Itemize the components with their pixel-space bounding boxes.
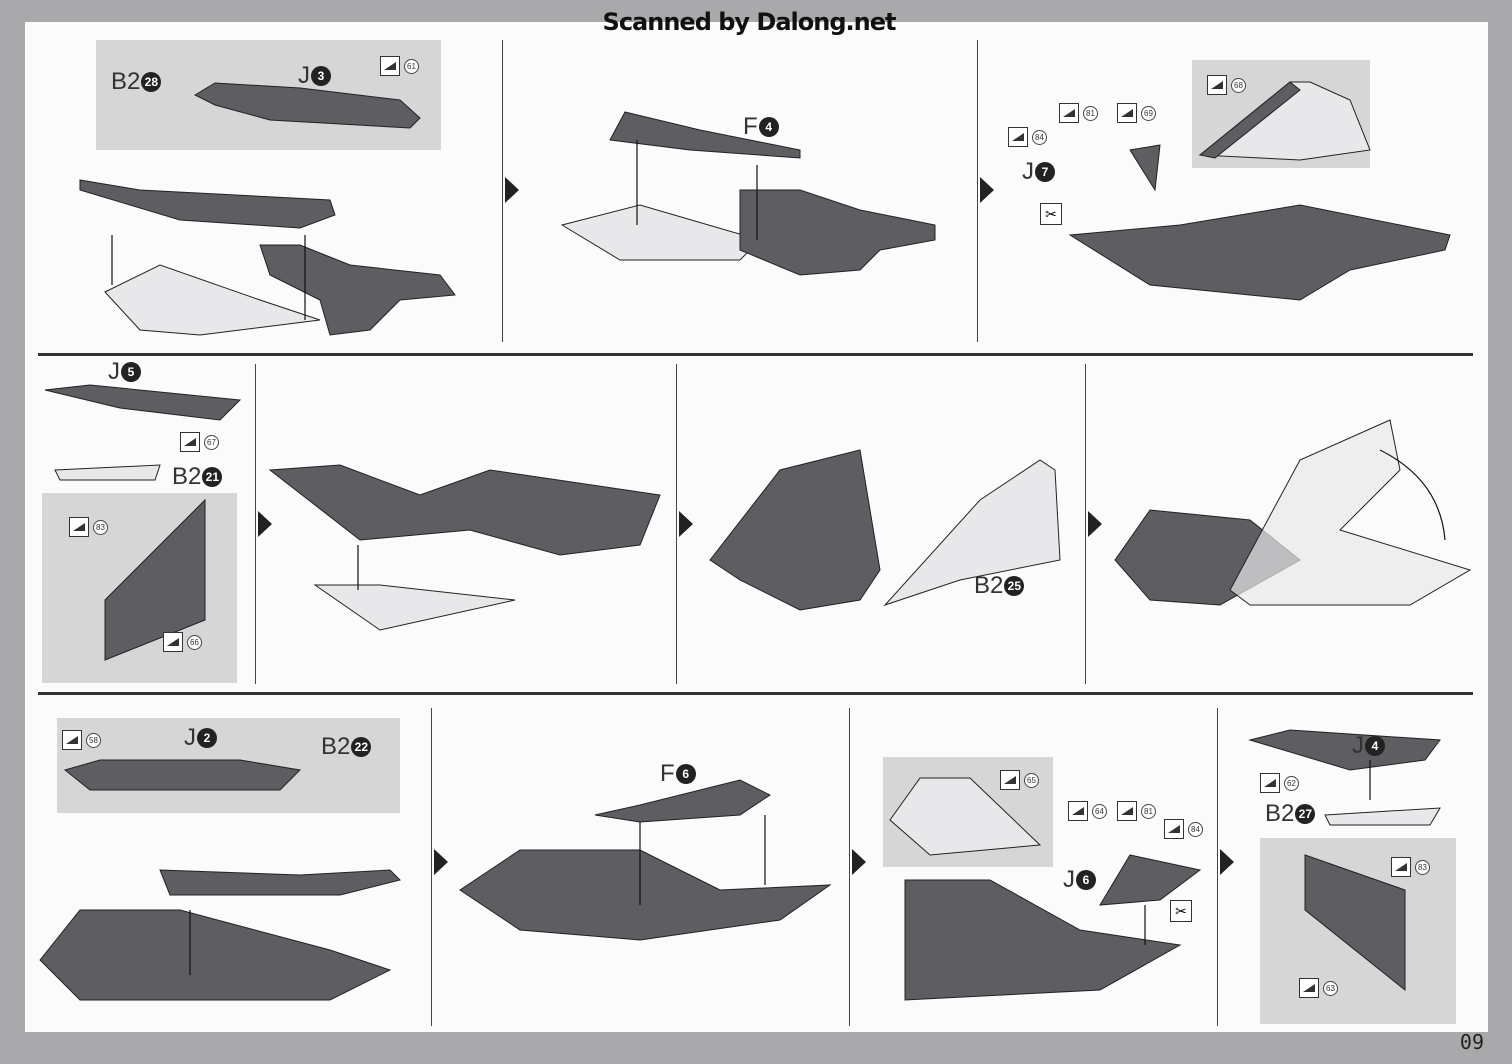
part-wing <box>79 179 336 229</box>
sticker-icon <box>1000 770 1020 790</box>
part-j3 <box>193 82 421 129</box>
sticker-61: 61 <box>380 56 419 76</box>
sticker-icon <box>180 432 200 452</box>
part-f4 <box>609 111 801 159</box>
step-divider <box>676 364 677 684</box>
part-j6 <box>1099 854 1202 906</box>
sticker-83: 83 <box>69 517 108 537</box>
sticker-icon <box>380 56 400 76</box>
sticker-icon <box>1008 127 1028 147</box>
part-b2-27 <box>1324 807 1441 826</box>
sticker-62: 62 <box>1260 773 1299 793</box>
next-step-arrow-icon <box>679 511 693 537</box>
cut-nub-icon: ✂ <box>1170 900 1192 922</box>
sticker-icon <box>1059 103 1079 123</box>
sticker-63: 63 <box>1299 978 1338 998</box>
part-body <box>1068 204 1451 301</box>
scan-watermark: Scanned by Dalong.net <box>602 8 897 36</box>
next-step-arrow-icon <box>258 511 272 537</box>
step-divider <box>1085 364 1086 684</box>
row-divider <box>38 353 1473 356</box>
part-fin-edge <box>1198 81 1301 159</box>
next-step-arrow-icon <box>505 177 519 203</box>
next-step-arrow-icon <box>980 177 994 203</box>
sticker-81: 81 <box>1059 103 1098 123</box>
part-body <box>268 464 661 556</box>
next-step-arrow-icon <box>1220 849 1234 875</box>
part-frame <box>104 264 321 336</box>
step-divider <box>502 40 503 342</box>
part-body <box>709 449 881 611</box>
sticker-69: 69 <box>1117 103 1156 123</box>
part-frame <box>1229 419 1472 606</box>
part-panel <box>1304 854 1406 992</box>
part-body <box>39 909 392 1001</box>
next-step-arrow-icon <box>852 849 866 875</box>
step-divider <box>977 40 978 342</box>
sticker-icon <box>1117 801 1137 821</box>
sticker-icon <box>163 632 183 652</box>
part-body <box>459 849 832 941</box>
sticker-icon <box>1260 773 1280 793</box>
sticker-84: 84 <box>1164 819 1203 839</box>
step-divider <box>431 708 432 1026</box>
part-body <box>259 244 456 336</box>
step-divider <box>849 708 850 1026</box>
cut-nub-icon: ✂ <box>1040 203 1062 225</box>
part-frame <box>560 204 761 261</box>
part-panel <box>104 498 206 661</box>
part-j2 <box>63 759 302 791</box>
sticker-icon <box>1068 801 1088 821</box>
sticker-icon <box>62 730 82 750</box>
sticker-67: 67 <box>180 432 219 452</box>
part-body <box>904 879 1182 1001</box>
part-j5 <box>44 384 242 421</box>
part-j7 <box>1129 144 1161 192</box>
sticker-81: 81 <box>1117 801 1156 821</box>
part-j4 <box>1248 729 1441 771</box>
part-wing <box>313 584 516 631</box>
part-wing <box>159 869 401 896</box>
sticker-65: 65 <box>1000 770 1039 790</box>
sticker-icon <box>69 517 89 537</box>
sticker-icon <box>1207 75 1227 95</box>
page-number: 09 <box>1459 1030 1484 1054</box>
next-step-arrow-icon <box>1088 511 1102 537</box>
part-body <box>739 189 936 276</box>
step-divider <box>1217 708 1218 1026</box>
row-divider <box>38 692 1473 695</box>
part-fin <box>889 777 1042 856</box>
step-divider <box>255 364 256 684</box>
sticker-icon <box>1164 819 1184 839</box>
part-b2-25 <box>883 459 1061 607</box>
part-b2-21 <box>54 464 161 481</box>
sticker-58: 58 <box>62 730 101 750</box>
sticker-icon <box>1299 978 1319 998</box>
sticker-68: 68 <box>1207 75 1246 95</box>
sticker-83: 83 <box>1391 857 1430 877</box>
sticker-icon <box>1391 857 1411 877</box>
sticker-icon <box>1117 103 1137 123</box>
sticker-66: 66 <box>163 632 202 652</box>
sticker-84: 84 <box>1008 127 1047 147</box>
next-step-arrow-icon <box>434 849 448 875</box>
sticker-64: 64 <box>1068 801 1107 821</box>
